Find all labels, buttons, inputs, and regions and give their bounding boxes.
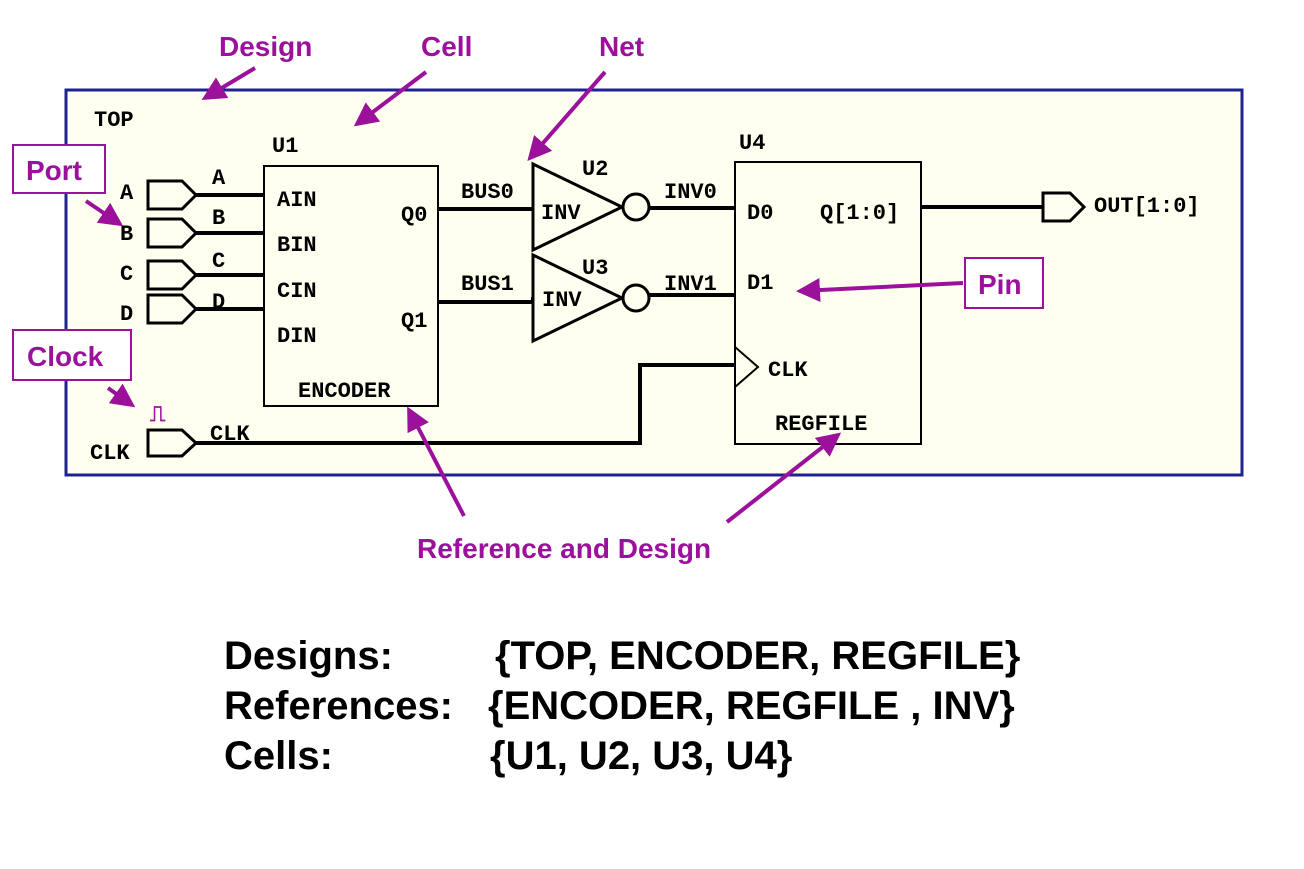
u1-pin-din: DIN bbox=[277, 324, 317, 349]
u1-pin-ain: AIN bbox=[277, 188, 317, 213]
u4-name: U4 bbox=[739, 131, 765, 156]
u2-inverter-bubble bbox=[621, 192, 651, 222]
net-inv1-label: INV1 bbox=[664, 272, 717, 297]
legend-designs-label: Designs: bbox=[224, 634, 393, 678]
top-label: TOP bbox=[94, 108, 134, 133]
callout-port-arrow bbox=[84, 199, 124, 227]
port-d-label: D bbox=[120, 302, 133, 327]
net-a-label: A bbox=[212, 166, 226, 191]
u1-name: U1 bbox=[272, 134, 298, 159]
u4-clock-triangle bbox=[734, 346, 760, 388]
legend-designs-value: {TOP, ENCODER, REGFILE} bbox=[495, 634, 1021, 678]
net-d-label: D bbox=[212, 290, 225, 315]
legend-references: References: {ENCODER, REGFILE , INV} bbox=[224, 684, 1015, 819]
callout-pin: Pin bbox=[978, 269, 1022, 300]
callout-net: Net bbox=[599, 31, 644, 62]
net-bus0-label: BUS0 bbox=[461, 180, 514, 205]
legend-cells: Cells: {U1, U2, U3, U4} bbox=[224, 734, 792, 869]
callout-clock: Clock bbox=[27, 341, 104, 372]
port-c-label: C bbox=[120, 262, 133, 287]
net-c-label: C bbox=[212, 249, 225, 274]
u3-inverter-bubble bbox=[621, 283, 651, 313]
u3-reference: INV bbox=[542, 288, 582, 313]
port-out-shape bbox=[1041, 191, 1087, 223]
u3-name: U3 bbox=[582, 256, 608, 281]
net-bus1-label: BUS1 bbox=[461, 272, 514, 297]
legend-cells-label: Cells: bbox=[224, 734, 333, 778]
top-design-box bbox=[64, 88, 1244, 477]
clock-waveform-icon: ⎍ bbox=[150, 402, 166, 427]
u4-pin-q: Q[1:0] bbox=[820, 201, 899, 226]
callout-pin-box bbox=[964, 257, 1044, 309]
u4-regfile-cell bbox=[734, 161, 922, 445]
callout-port-box bbox=[12, 144, 106, 194]
net-clk-label: CLK bbox=[210, 422, 250, 447]
u2-name: U2 bbox=[582, 157, 608, 182]
legend-cells-value: {U1, U2, U3, U4} bbox=[490, 734, 793, 778]
callout-port: Port bbox=[26, 155, 82, 186]
port-b-shape bbox=[146, 217, 199, 249]
net-inv0-label: INV0 bbox=[664, 180, 717, 205]
legend-references-value: {ENCODER, REGFILE , INV} bbox=[488, 684, 1015, 728]
u1-encoder-cell bbox=[263, 165, 439, 407]
port-c-shape bbox=[146, 259, 199, 291]
u4-pin-d1: D1 bbox=[747, 271, 773, 296]
callout-net-arrow bbox=[527, 70, 607, 162]
port-clk-shape bbox=[146, 428, 199, 458]
u2-reference: INV bbox=[541, 201, 581, 226]
callout-clock-arrow bbox=[106, 383, 136, 408]
port-d-shape bbox=[146, 293, 199, 325]
callout-cell-arrow bbox=[353, 70, 428, 127]
port-clk-label: CLK bbox=[90, 441, 130, 466]
legend-designs: Designs: {TOP, ENCODER, REGFILE} bbox=[224, 634, 1020, 769]
legend-references-label: References: bbox=[224, 684, 454, 728]
port-out-label: OUT[1:0] bbox=[1094, 194, 1200, 219]
u4-pin-d0: D0 bbox=[747, 201, 773, 226]
u2-inverter bbox=[531, 161, 626, 253]
u4-reference: REGFILE bbox=[775, 412, 867, 437]
callout-design: Design bbox=[219, 31, 312, 62]
callout-clock-box bbox=[12, 329, 132, 381]
u1-reference: ENCODER bbox=[298, 379, 391, 404]
u4-pin-clk: CLK bbox=[768, 358, 808, 383]
callout-reference-and-design: Reference and Design bbox=[417, 533, 711, 564]
u1-pin-q0: Q0 bbox=[401, 203, 427, 228]
callout-design-arrow bbox=[201, 66, 257, 101]
schematic-diagram: TOP U1 AIN BIN CIN DIN Q0 Q1 ENCODER U4 … bbox=[12, 31, 1244, 564]
callout-cell: Cell bbox=[421, 31, 472, 62]
port-a-shape bbox=[146, 179, 199, 211]
u3-inverter bbox=[531, 252, 626, 344]
net-b-label: B bbox=[212, 206, 225, 231]
callout-pin-arrow bbox=[796, 278, 964, 303]
u1-pin-q1: Q1 bbox=[401, 309, 427, 334]
u1-pin-bin: BIN bbox=[277, 233, 317, 258]
port-b-label: B bbox=[120, 222, 133, 247]
callout-ref-arrow-encoder bbox=[407, 406, 466, 517]
net-clk bbox=[196, 363, 735, 445]
port-a-label: A bbox=[120, 181, 134, 206]
u1-pin-cin: CIN bbox=[277, 279, 317, 304]
callout-ref-arrow-regfile bbox=[725, 432, 842, 524]
